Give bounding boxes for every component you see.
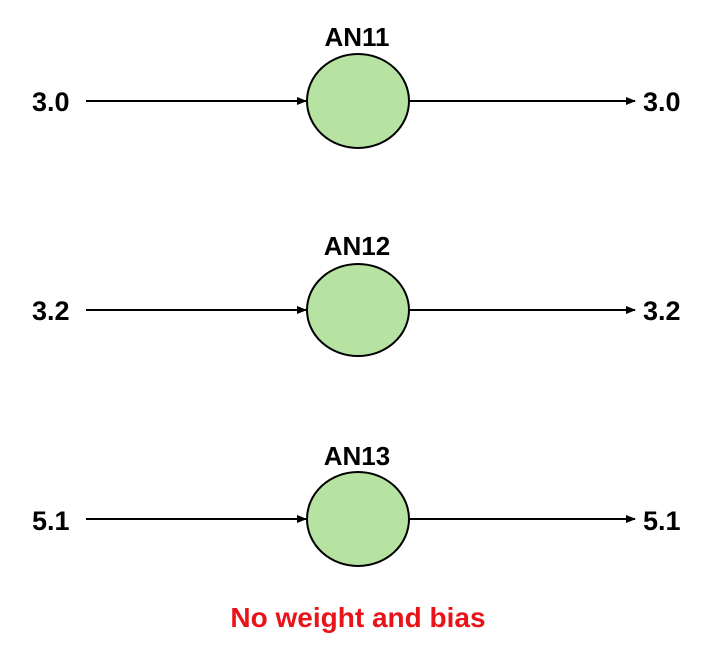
- node-label-an13: AN13: [324, 441, 390, 471]
- output-value-an11: 3.0: [643, 87, 681, 117]
- neuron-row-an11: AN11 3.0 3.0: [32, 22, 681, 149]
- neuron-node-an11: [306, 53, 410, 149]
- neuron-row-an12: AN12 3.2 3.2: [32, 231, 681, 357]
- node-label-an11: AN11: [324, 22, 389, 52]
- input-value-an11: 3.0: [32, 87, 70, 117]
- input-value-an13: 5.1: [32, 506, 70, 536]
- node-label-an12: AN12: [324, 231, 390, 261]
- input-value-an12: 3.2: [32, 296, 70, 326]
- caption: No weight and bias: [230, 602, 485, 633]
- output-value-an12: 3.2: [643, 296, 681, 326]
- neuron-row-an13: AN13 5.1 5.1: [32, 441, 681, 567]
- neuron-node-an13: [306, 471, 410, 567]
- neuron-node-an12: [306, 263, 410, 357]
- output-value-an13: 5.1: [643, 506, 681, 536]
